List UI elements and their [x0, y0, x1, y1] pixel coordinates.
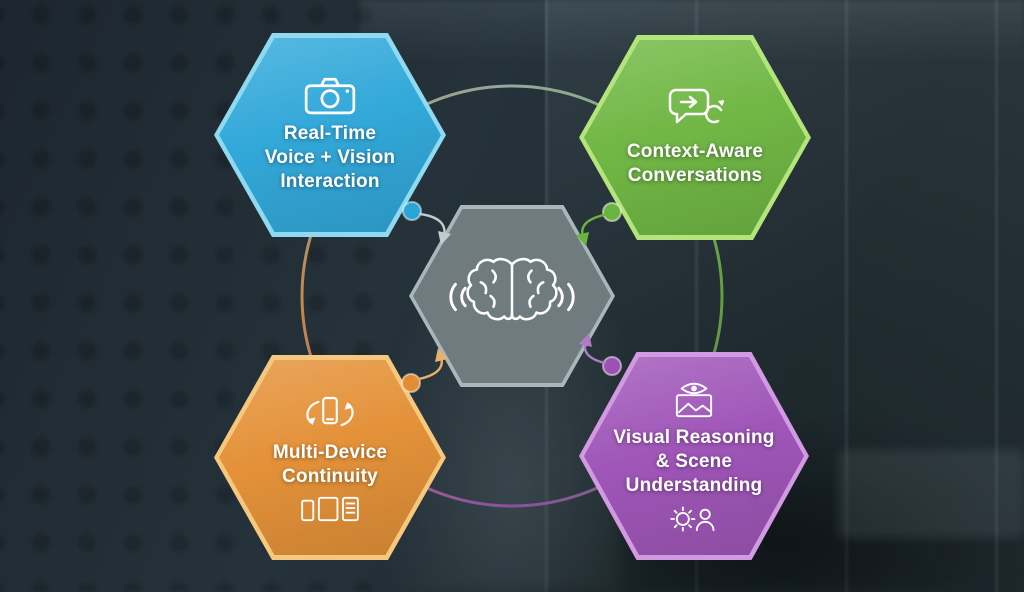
devices-row-icon: [300, 496, 360, 522]
label-line: Voice + Vision: [264, 146, 396, 168]
camera-icon: [304, 76, 356, 115]
scene-eye-icon: [669, 379, 719, 419]
label-line: Understanding: [625, 475, 763, 497]
node-visual-label: Visual Reasoning & Scene Understanding: [613, 426, 774, 499]
label-line: Real-Time: [283, 122, 377, 144]
label-line: Interaction: [280, 171, 380, 193]
phone-sync-icon: [299, 393, 361, 434]
gear-person-icon: [668, 505, 720, 533]
node-multidevice-label: Multi-Device Continuity: [273, 441, 387, 490]
label-line: & Scene: [655, 450, 733, 472]
label-line: Conversations: [627, 165, 763, 186]
label-line: Context-Aware: [626, 140, 764, 162]
node-realtime-label: Real-Time Voice + Vision Interaction: [265, 122, 395, 195]
label-line: Visual Reasoning: [613, 426, 775, 448]
node-context-label: Context-Aware Conversations: [627, 140, 763, 189]
label-line: Multi-Device: [272, 441, 388, 463]
chat-arrow-icon: [666, 87, 725, 133]
brain-voice-icon: [434, 249, 590, 343]
label-line: Continuity: [282, 466, 378, 487]
